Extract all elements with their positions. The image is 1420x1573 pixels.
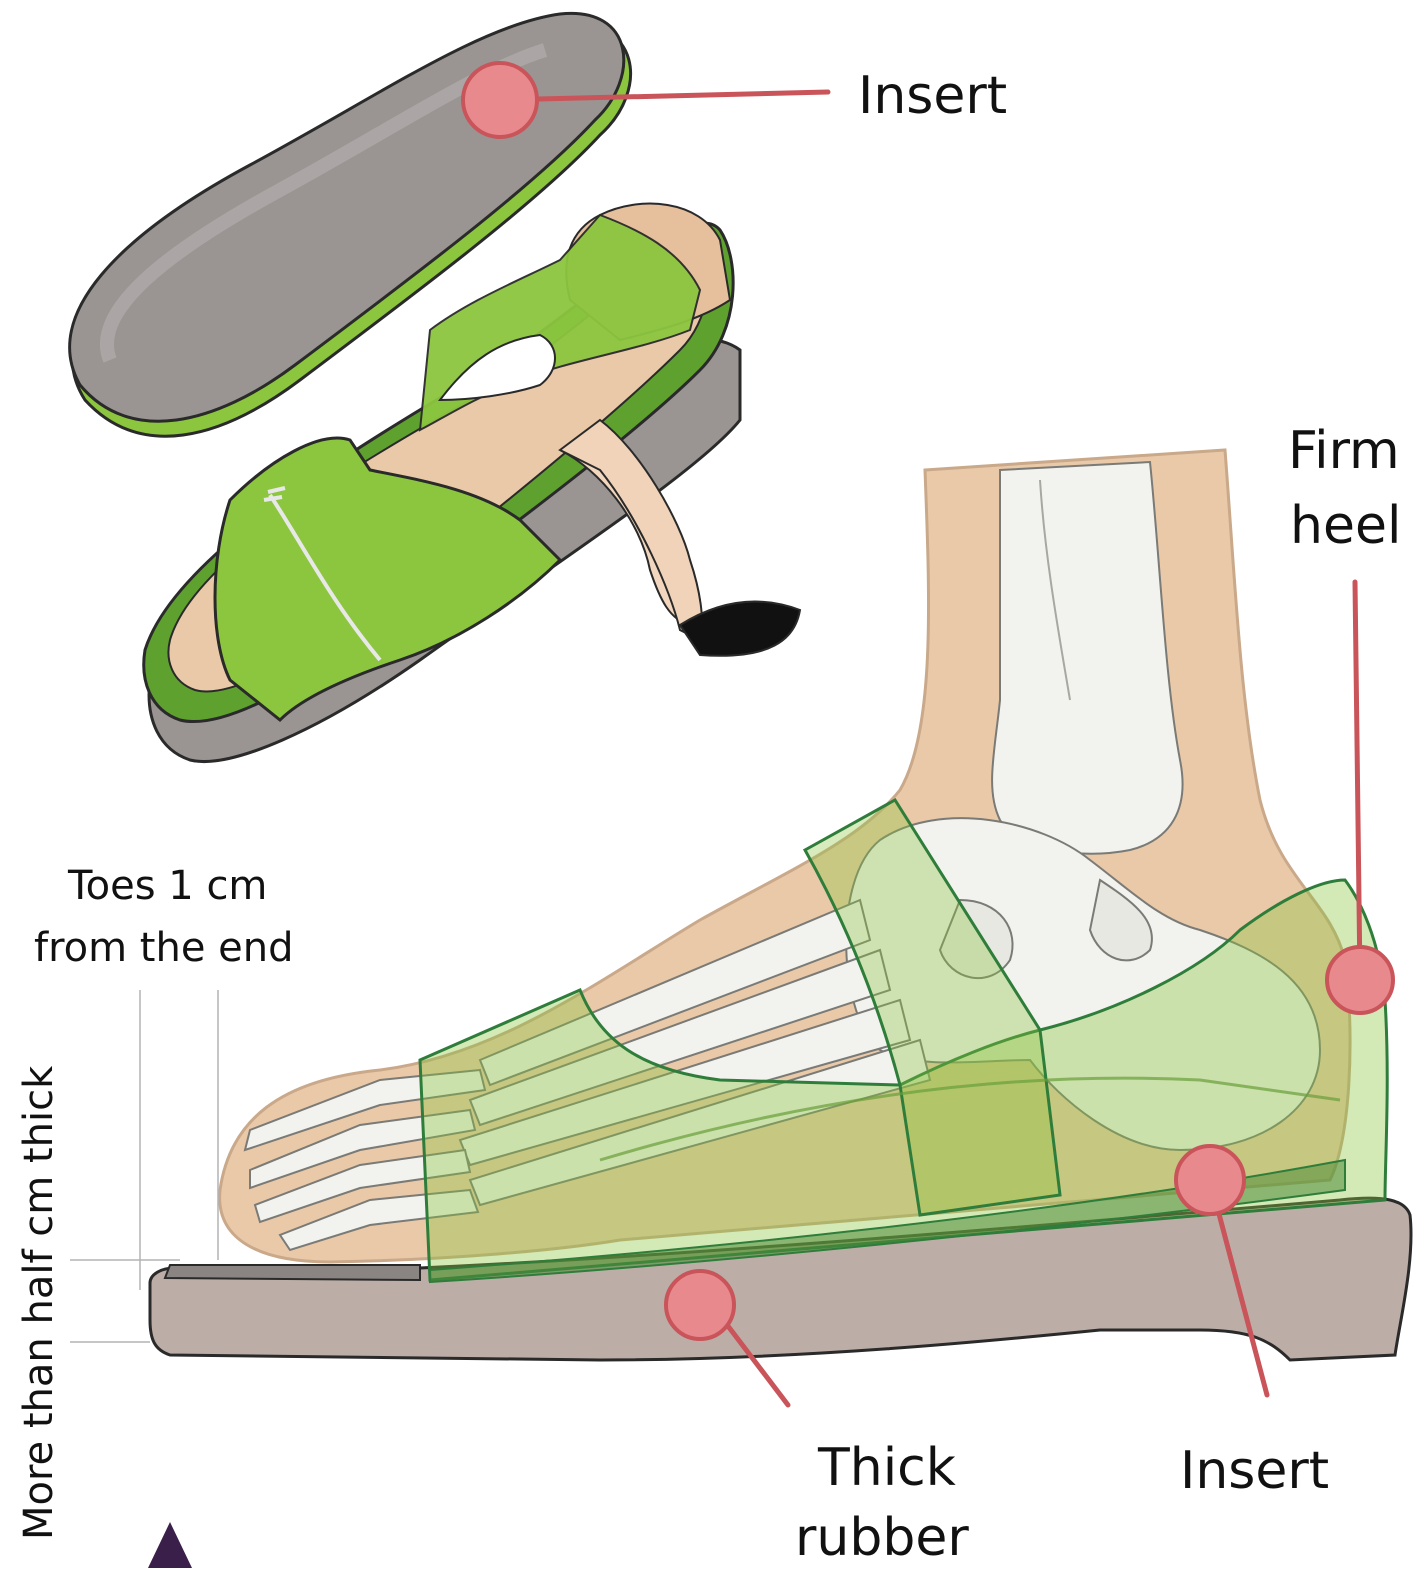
thick-rubber-label-line2: rubber [795, 1512, 969, 1564]
toes-label-line2: from the end [34, 928, 294, 968]
thick-rubber-label-line1: Thick [818, 1442, 956, 1494]
corner-triangle [148, 1522, 192, 1568]
thickness-label: More than half cm thick [16, 1065, 62, 1540]
insert-top-label: Insert [858, 70, 1007, 122]
toes-label-line1: Toes 1 cm [68, 866, 267, 906]
firm-heel-label-line2: heel [1290, 500, 1401, 552]
firm-heel-marker [1327, 947, 1393, 1013]
insert-bottom-label: Insert [1180, 1445, 1329, 1497]
insert-bottom-marker [1176, 1146, 1244, 1214]
thick-rubber-marker [666, 1271, 734, 1339]
insert-top-marker [463, 63, 537, 137]
firm-heel-label-line1: Firm [1288, 425, 1400, 477]
